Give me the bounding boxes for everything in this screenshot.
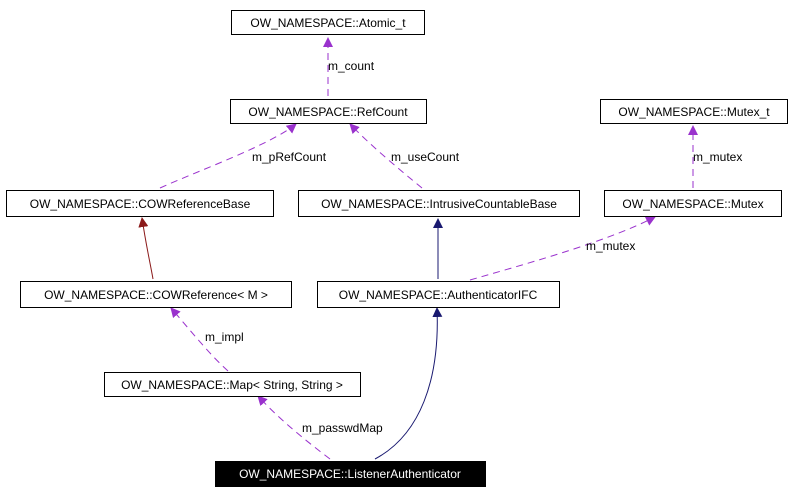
node-listenerauthenticator[interactable]: OW_NAMESPACE::ListenerAuthenticator [215,461,486,487]
node-label: OW_NAMESPACE::Mutex_t [618,105,770,119]
edge-cowrefbase-to-refcount [159,123,297,189]
node-label: OW_NAMESPACE::Atomic_t [250,16,406,30]
edge-label-m-count: m_count [328,59,375,73]
edge-label-m-usecount: m_useCount [391,150,460,164]
node-label: OW_NAMESPACE::Map< String, String > [121,378,343,392]
node-label: OW_NAMESPACE::IntrusiveCountableBase [321,197,557,211]
node-mutex[interactable]: OW_NAMESPACE::Mutex [604,190,782,217]
edge-label-m-mutex-upper: m_mutex [693,150,742,164]
node-label: OW_NAMESPACE::COWReferenceBase [30,197,251,211]
node-label: OW_NAMESPACE::ListenerAuthenticator [239,467,461,481]
edge-label-m-mutex-lower: m_mutex [586,239,635,253]
edge-listener-to-authifc [374,307,443,460]
node-label: OW_NAMESPACE::AuthenticatorIFC [339,288,538,302]
node-authenticatorifc[interactable]: OW_NAMESPACE::AuthenticatorIFC [317,281,560,308]
edges [138,37,698,460]
edge-intrusive-to-refcount [349,123,423,189]
node-intrusivecountablebase[interactable]: OW_NAMESPACE::IntrusiveCountableBase [298,190,580,217]
node-cowreference[interactable]: OW_NAMESPACE::COWReference< M > [20,281,292,308]
node-cowreferencebase[interactable]: OW_NAMESPACE::COWReferenceBase [6,190,274,217]
edge-authifc-to-mutex [469,216,656,281]
edge-map-to-cowref [170,307,229,372]
node-atomic[interactable]: OW_NAMESPACE::Atomic_t [231,10,425,35]
node-label: OW_NAMESPACE::COWReference< M > [44,288,268,302]
node-label: OW_NAMESPACE::RefCount [248,105,408,119]
node-map[interactable]: OW_NAMESPACE::Map< String, String > [104,372,361,397]
edge-label-m-prefcount: m_pRefCount [252,150,327,164]
node-refcount[interactable]: OW_NAMESPACE::RefCount [230,99,427,124]
node-label: OW_NAMESPACE::Mutex [622,197,763,211]
edge-cowref-to-cowrefbase [138,217,154,280]
edge-listener-to-map [257,395,331,460]
node-mutex-t[interactable]: OW_NAMESPACE::Mutex_t [600,99,788,124]
edge-labels: m_count m_pRefCount m_useCount m_mutex m… [205,59,742,435]
edge-label-m-impl: m_impl [205,330,244,344]
edge-label-m-passwdmap: m_passwdMap [302,421,383,435]
